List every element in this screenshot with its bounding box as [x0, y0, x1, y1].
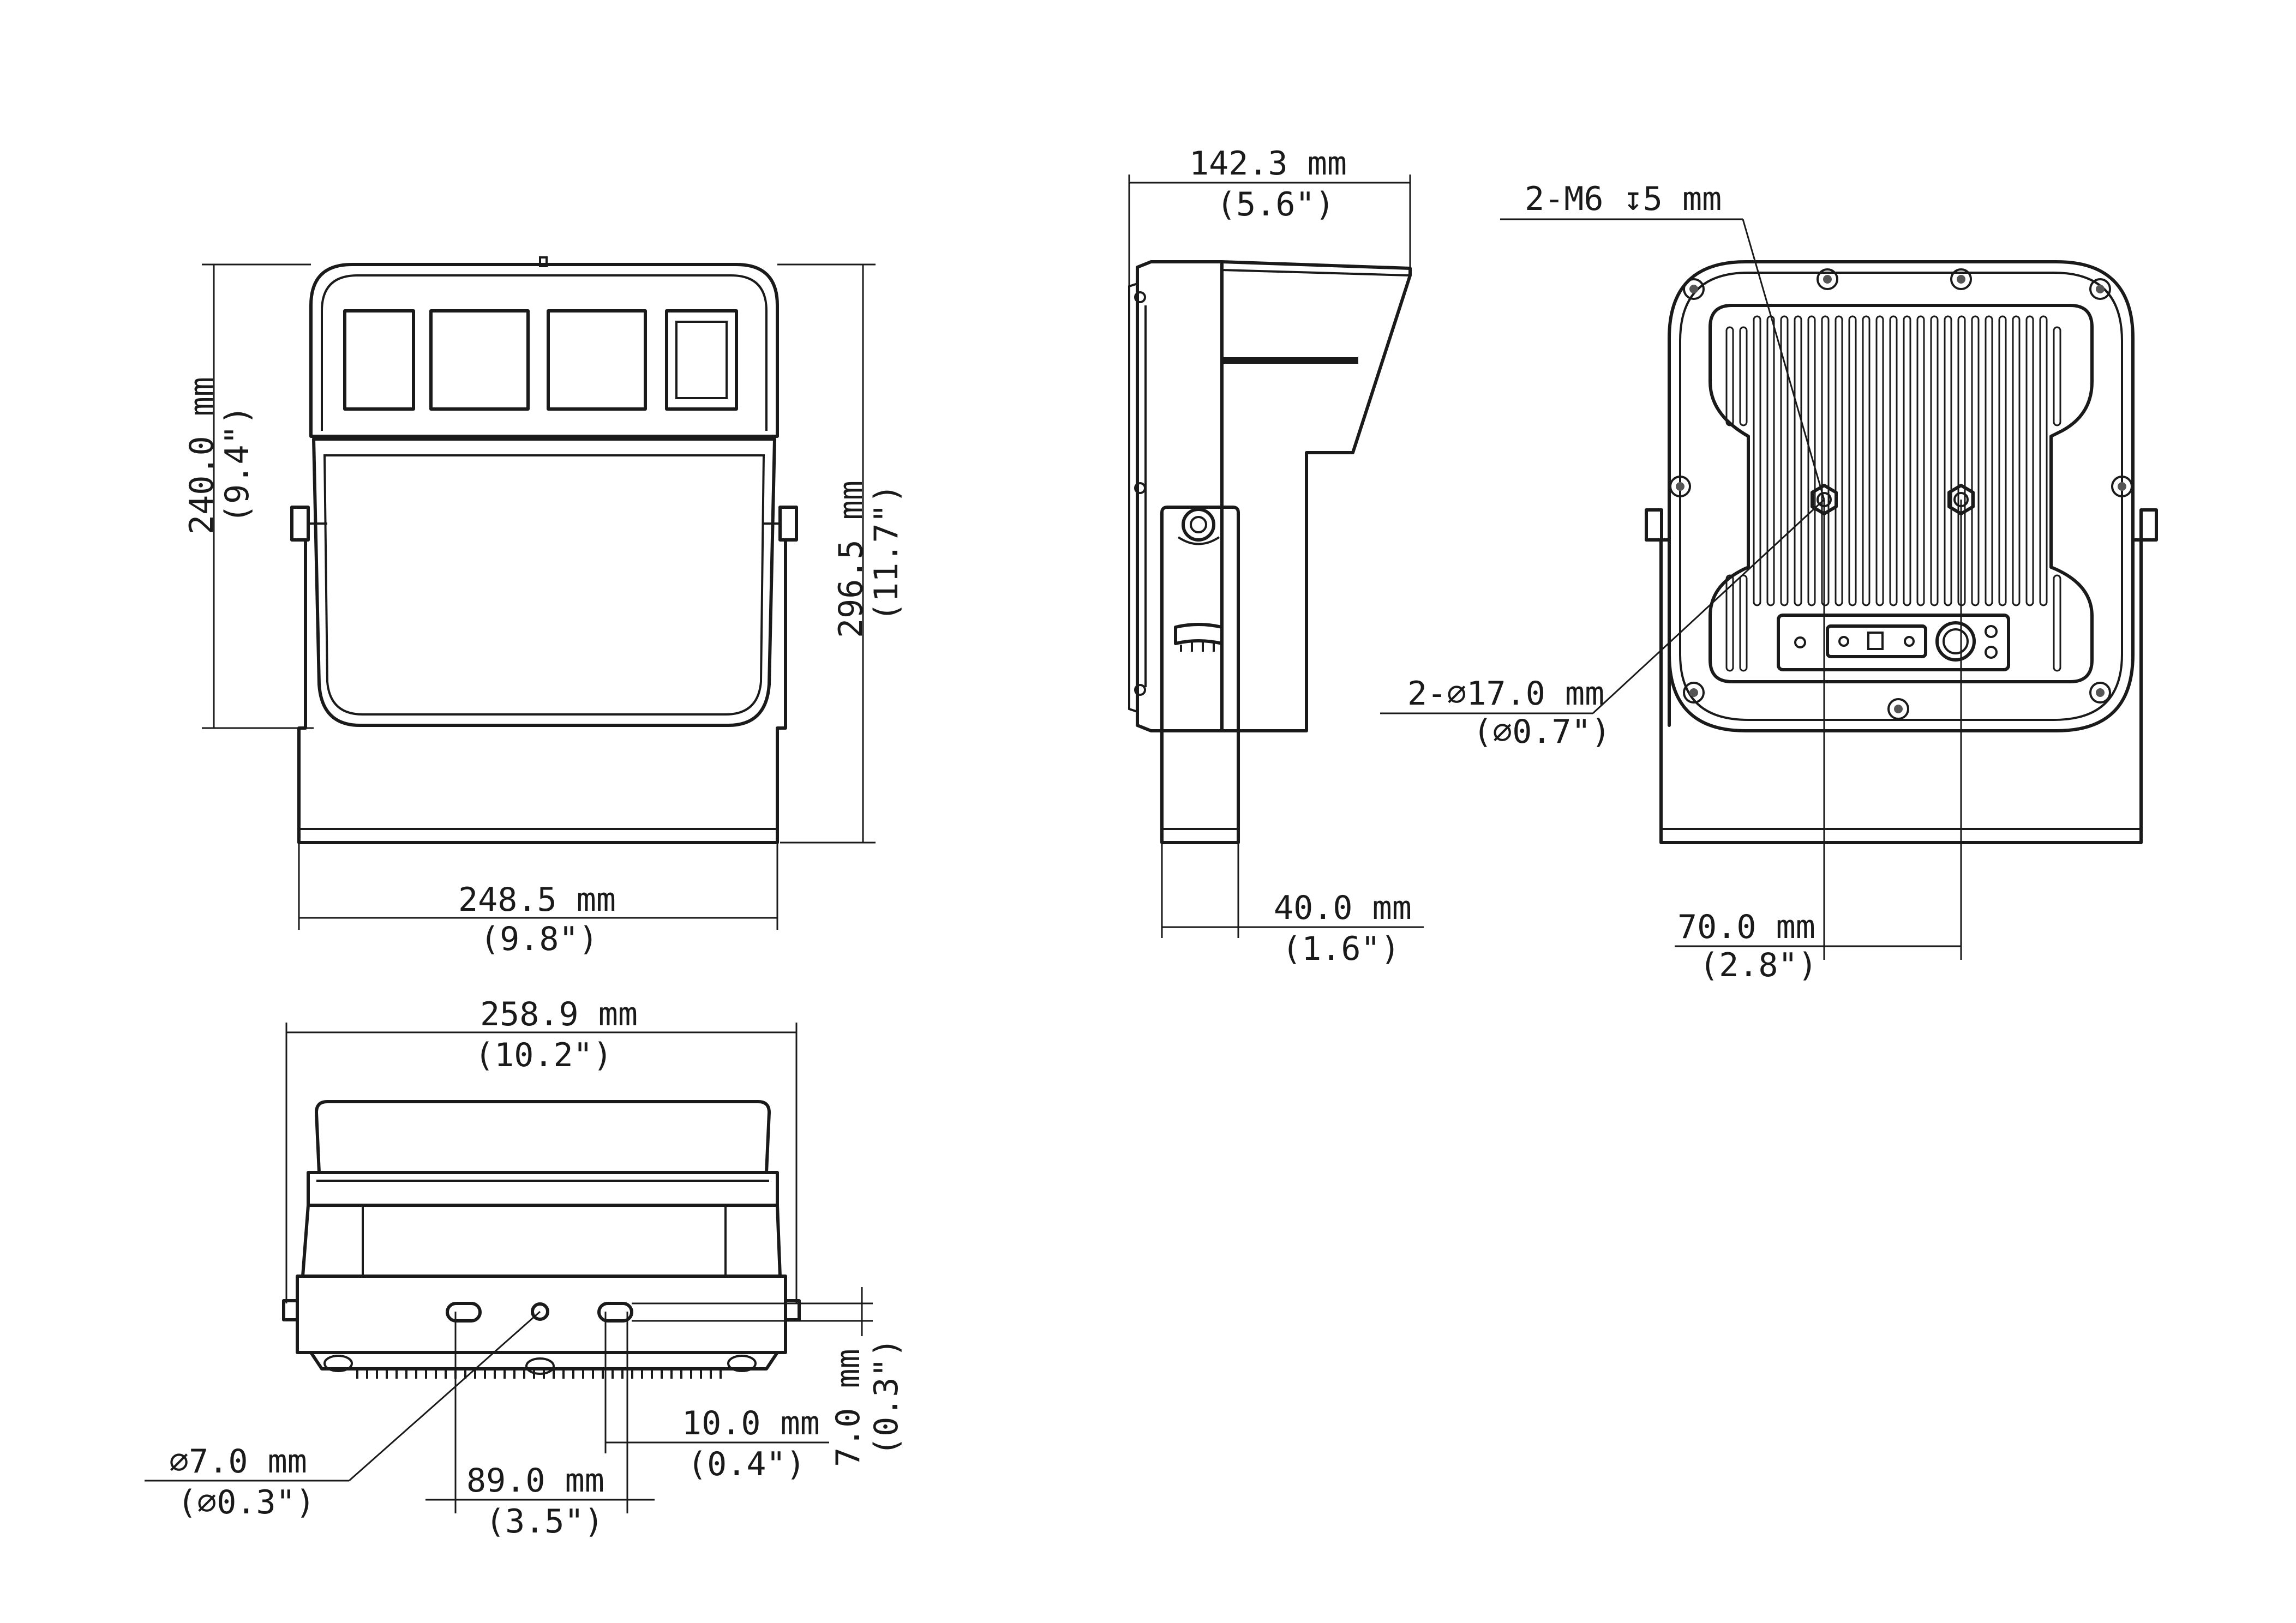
bottom-spacing-label: 89.0 mm: [466, 1462, 604, 1500]
fin: [1889, 315, 1898, 606]
side-view: [1128, 260, 1412, 844]
fin: [1848, 315, 1857, 606]
screw-inner: [1689, 285, 1698, 293]
screw-outer: [2089, 278, 2111, 300]
screw-outer: [2111, 476, 2133, 497]
screw-inner: [1894, 705, 1903, 713]
bottom-width-label: 258.9 mm: [480, 995, 638, 1033]
fin: [1944, 315, 1952, 606]
screw-inner: [2118, 482, 2126, 491]
screw-outer: [1669, 476, 1691, 497]
bottom-spacing-imperial: (3.5"): [485, 1502, 604, 1541]
screw-inner: [1823, 275, 1832, 284]
bottom-offset-label: 7.0 mm: [829, 1349, 867, 1467]
bottom-hole: [531, 1302, 549, 1321]
fin: [1753, 315, 1761, 606]
rear-thread-label: 2-M6 ↧5 mm: [1525, 180, 1722, 218]
bottom-width-imperial: (10.2"): [475, 1036, 613, 1074]
front-dimension-lines: [202, 263, 876, 930]
front-overall-height-label: 296.5 mm: [832, 480, 870, 638]
fin: [1821, 315, 1830, 606]
bottom-dimension-lines: [145, 1023, 873, 1513]
side-bracket-imperial: (1.6"): [1282, 930, 1400, 968]
fin: [1739, 326, 1748, 426]
heatsink-fins: [1725, 315, 2061, 672]
front-sensor-window: [665, 309, 738, 411]
fin: [1766, 315, 1775, 606]
bottom-fins: [356, 1370, 722, 1379]
fin: [1725, 574, 1734, 672]
fin: [1807, 315, 1816, 606]
bottom-slot-imperial: (0.4"): [687, 1445, 806, 1483]
fin: [2039, 315, 2048, 606]
front-window-3: [547, 309, 647, 411]
fin: [1930, 315, 1939, 606]
rear-spacing-imperial: (2.8"): [1699, 946, 1818, 984]
fin: [1739, 574, 1748, 672]
bottom-view: [282, 1100, 801, 1379]
fin: [1916, 315, 1925, 606]
rear-holes-imperial: (⌀0.7"): [1473, 713, 1611, 751]
screw-inner: [2096, 285, 2105, 293]
screw-inner: [1689, 688, 1698, 697]
fin: [1835, 315, 1843, 606]
fin: [1862, 315, 1871, 606]
housing-screws: [1669, 268, 2133, 720]
fin: [1971, 315, 1980, 606]
side-dimension-lines: [1128, 175, 1424, 938]
bottom-hole-label: ⌀7.0 mm: [169, 1442, 307, 1481]
fin: [1780, 315, 1789, 606]
rear-dimension-lines: [1380, 218, 1962, 960]
screw-outer: [1817, 268, 1838, 290]
rear-holes-label: 2-⌀17.0 mm: [1407, 675, 1604, 713]
fin: [1985, 315, 1993, 606]
screw-inner: [1676, 482, 1684, 491]
fin: [1903, 315, 1911, 606]
bottom-slot-right: [597, 1302, 633, 1323]
screw-outer: [1683, 682, 1705, 704]
fin: [1875, 315, 1884, 606]
screw-inner: [1957, 275, 1965, 284]
screw-outer: [1683, 278, 1705, 300]
side-depth-imperial: (5.6"): [1216, 185, 1335, 224]
front-view: [290, 256, 798, 844]
bottom-offset-imperial: (0.3"): [867, 1338, 906, 1456]
fin: [2053, 326, 2061, 426]
front-window-2: [429, 309, 530, 411]
front-height-imperial: (9.4"): [218, 405, 256, 524]
screw-outer: [1887, 698, 1909, 720]
front-width-imperial: (9.8"): [480, 920, 598, 958]
connector-plate: [1777, 614, 2010, 671]
bottom-slot-label: 10.0 mm: [682, 1404, 820, 1442]
front-overall-height-imperial: (11.7"): [867, 484, 906, 622]
screw-outer: [2089, 682, 2111, 704]
rear-view: [1645, 260, 2158, 844]
rear-spacing-label: 70.0 mm: [1677, 908, 1815, 946]
fin: [1725, 326, 1734, 426]
front-height-label: 240.0 mm: [183, 377, 221, 534]
front-width-label: 248.5 mm: [458, 881, 616, 919]
fin: [1794, 315, 1802, 606]
front-window-1: [343, 309, 415, 411]
bottom-slot-left: [446, 1302, 482, 1323]
fin: [2025, 315, 2034, 606]
side-bracket-label: 40.0 mm: [1274, 889, 1412, 927]
fin: [1998, 315, 2007, 606]
screw-outer: [1950, 268, 1972, 290]
fin: [2012, 315, 2021, 606]
bottom-hole-imperial: (⌀0.3"): [177, 1483, 315, 1522]
side-depth-label: 142.3 mm: [1189, 145, 1347, 183]
screw-inner: [2096, 688, 2105, 697]
fin: [2053, 574, 2061, 672]
